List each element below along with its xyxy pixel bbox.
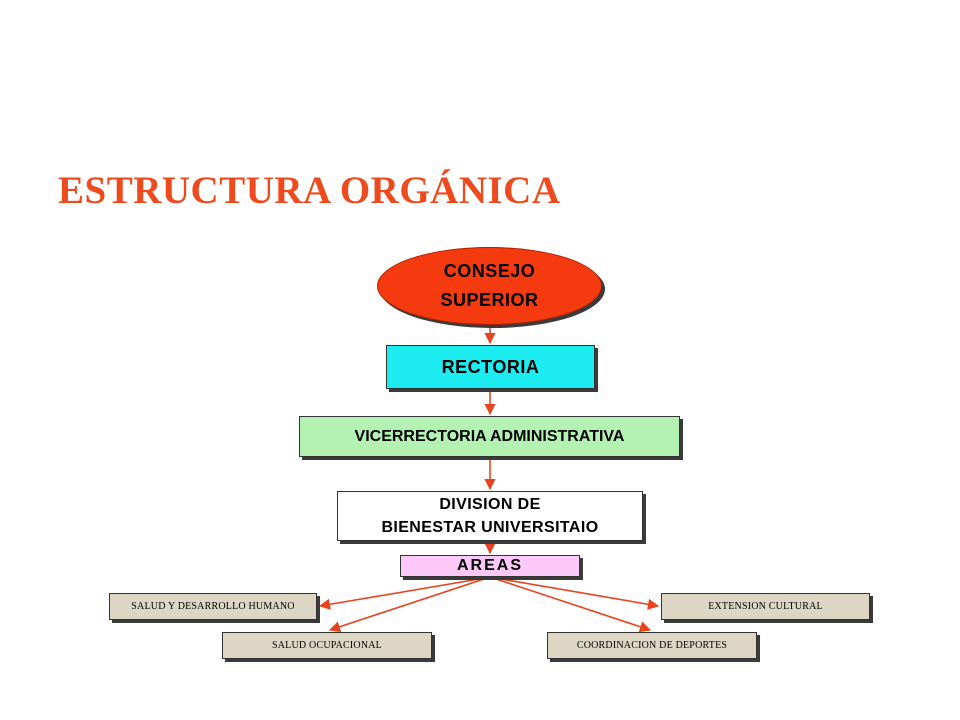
- salud-ocupacional-label: SALUD OCUPACIONAL: [272, 640, 382, 651]
- rectoria-node: RECTORIA: [386, 345, 595, 389]
- arrow-areas-salud-desarrollo: [318, 577, 486, 610]
- extension-cultural-label: EXTENSION CULTURAL: [708, 601, 823, 612]
- division-bienestar-node: DIVISION DE BIENESTAR UNIVERSITAIO: [337, 491, 643, 541]
- arrow-areas-salud-ocupacional: [328, 577, 488, 633]
- coordinacion-deportes-node: COORDINACION DE DEPORTES: [547, 632, 757, 659]
- salud-desarrollo-humano-node: SALUD Y DESARROLLO HUMANO: [109, 593, 317, 620]
- division-label-line2: BIENESTAR UNIVERSITAIO: [381, 519, 599, 536]
- division-label-line1: DIVISION DE: [439, 496, 541, 513]
- rectoria-label: RECTORIA: [441, 356, 540, 377]
- vicerrectoria-label: VICERRECTORIA ADMINISTRATIVA: [354, 427, 625, 445]
- coordinacion-deportes-label: COORDINACION DE DEPORTES: [576, 640, 728, 651]
- consejo-label-line2: SUPERIOR: [440, 290, 539, 310]
- consejo-superior-node: CONSEJO SUPERIOR: [377, 247, 602, 325]
- salud-desarrollo-label: SALUD Y DESARROLLO HUMANO: [131, 601, 295, 612]
- arrow-areas-extension: [494, 577, 660, 610]
- arrow-areas-deportes: [492, 577, 652, 633]
- extension-cultural-node: EXTENSION CULTURAL: [661, 593, 870, 620]
- areas-node: AREAS: [400, 555, 580, 577]
- salud-ocupacional-node: SALUD OCUPACIONAL: [222, 632, 432, 659]
- vicerrectoria-node: VICERRECTORIA ADMINISTRATIVA: [299, 416, 680, 457]
- page-title: ESTRUCTURA ORGÁNICA: [58, 169, 561, 212]
- areas-label: AREAS: [456, 557, 523, 574]
- consejo-label-line1: CONSEJO: [443, 261, 536, 281]
